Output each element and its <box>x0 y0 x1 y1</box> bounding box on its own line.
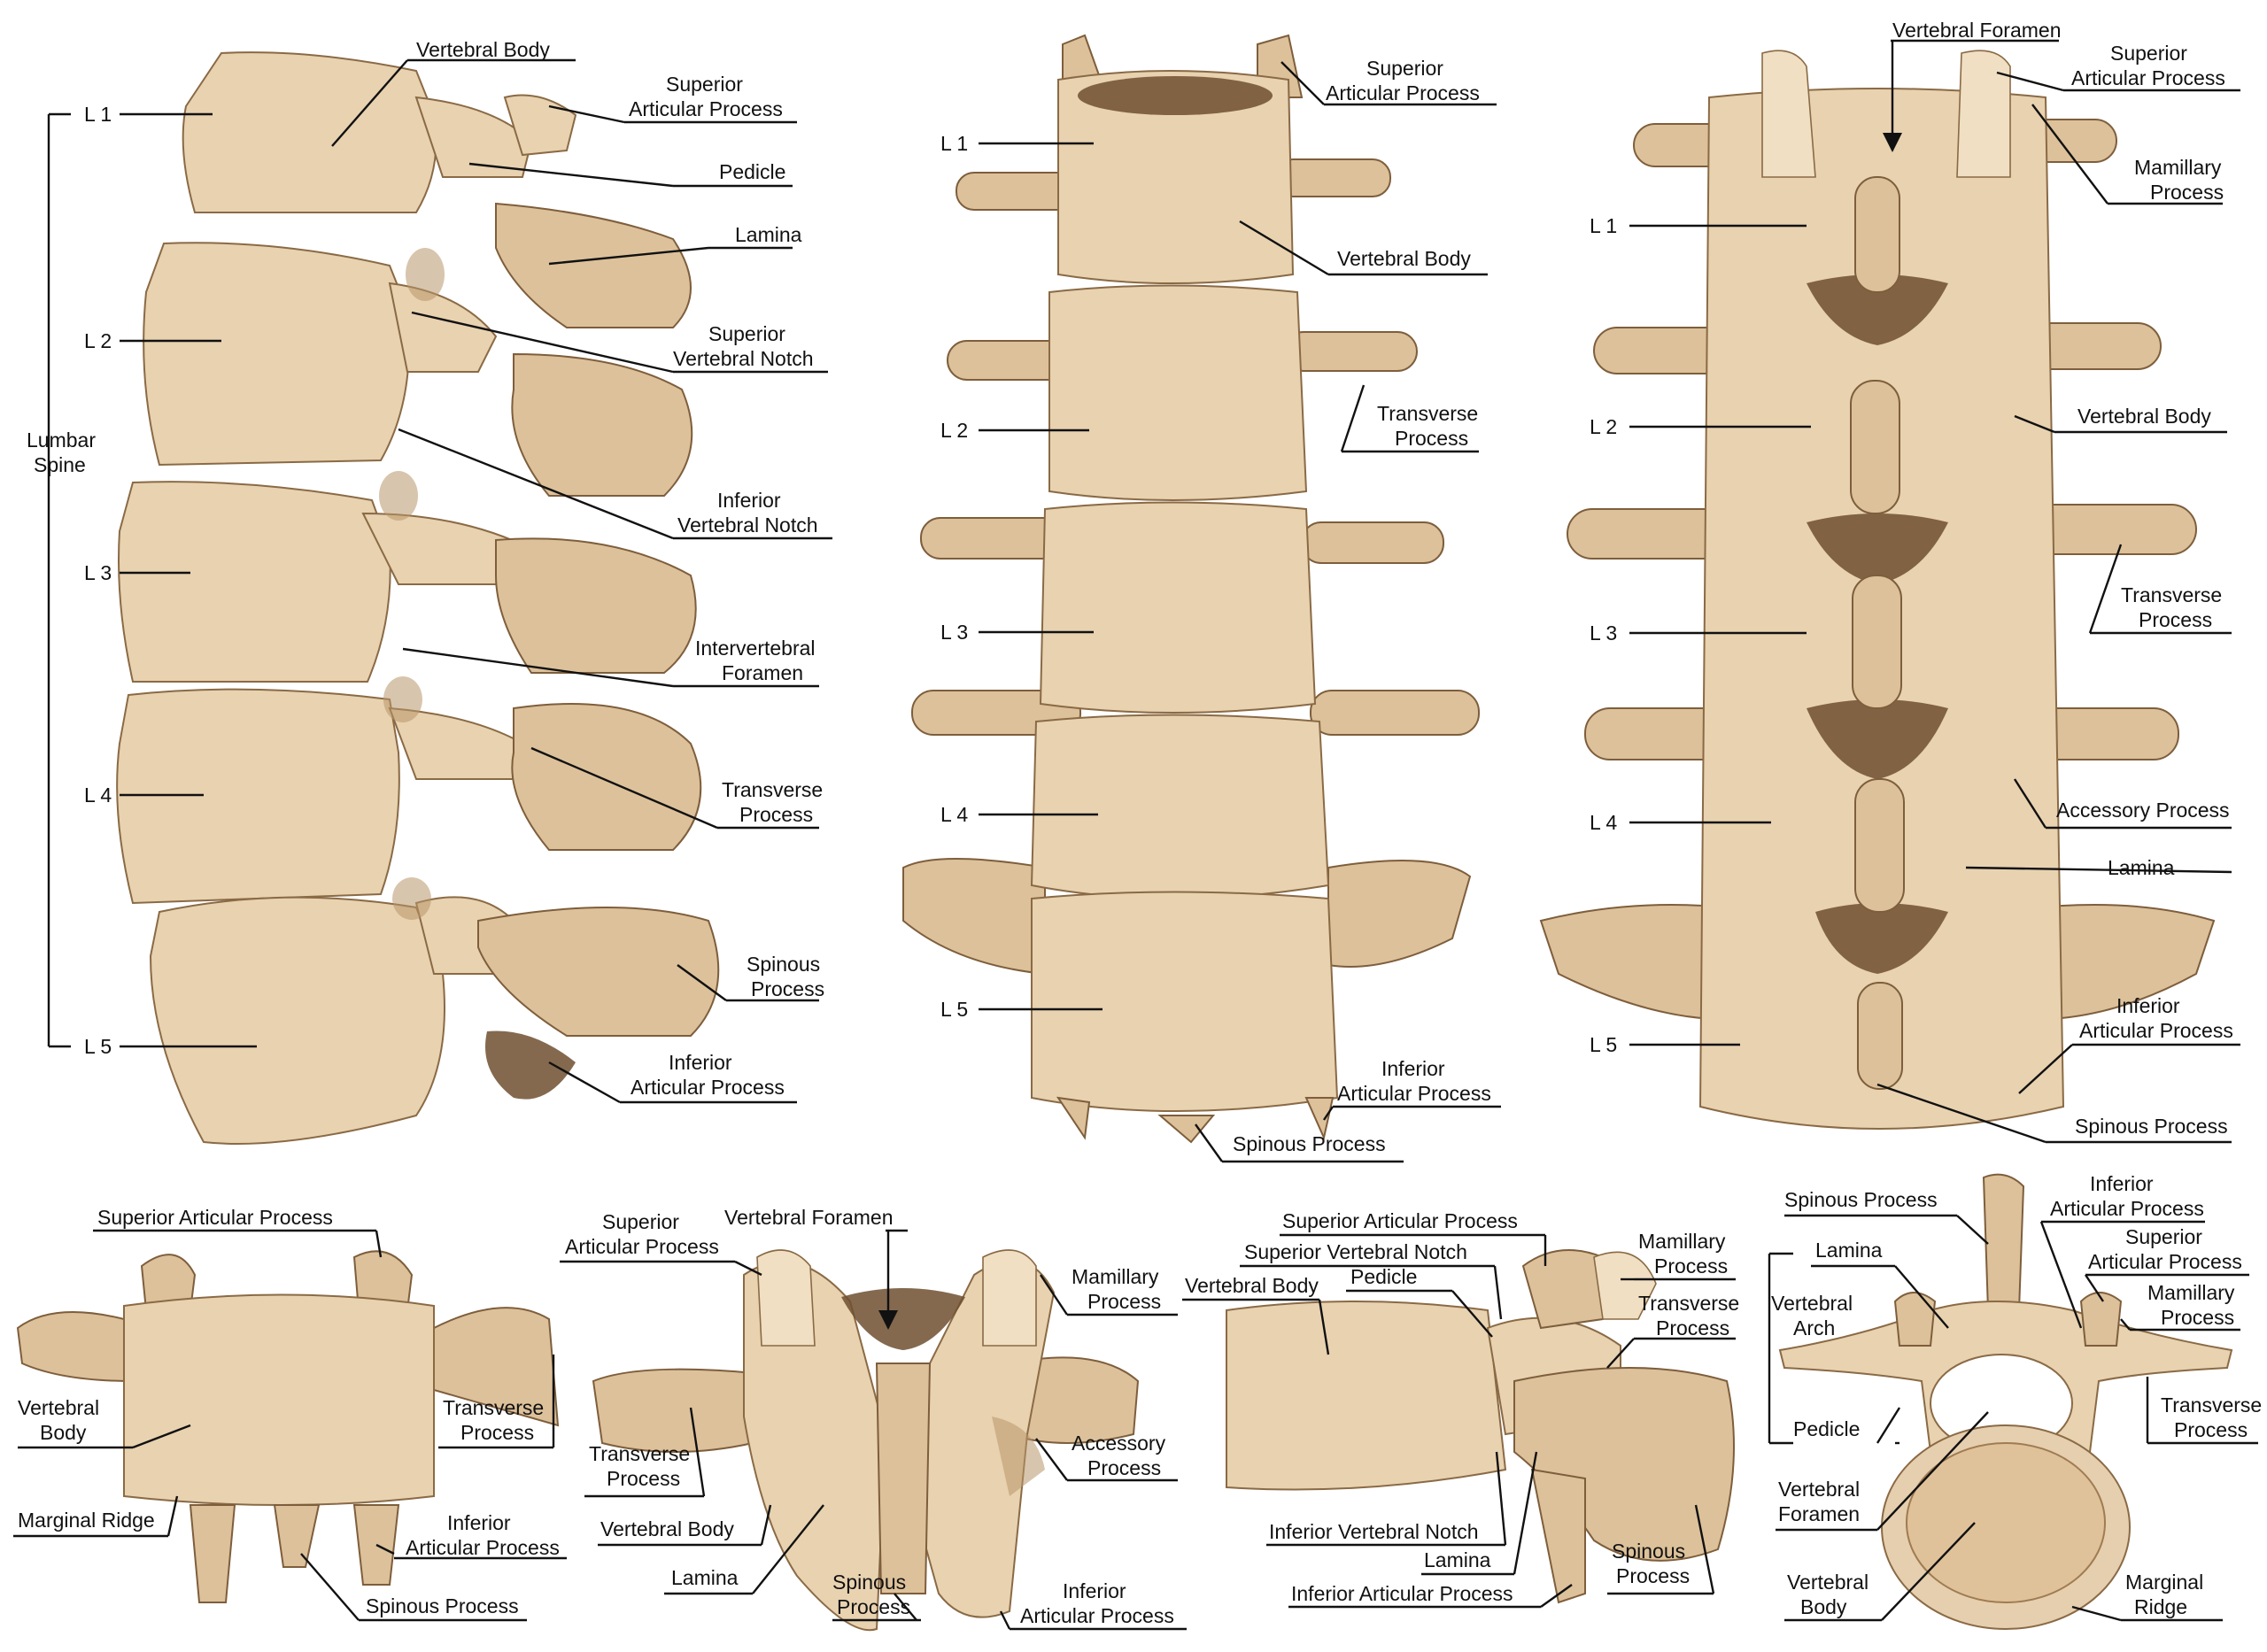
lateral-label-inf-art: Inferior Articular Process <box>631 1051 785 1099</box>
single-lateral-label-spinous: Spinous Process <box>1612 1540 1691 1587</box>
single-posterior-label-vertebral-body: Vertebral Body <box>600 1517 734 1540</box>
single-lateral-label-pedicle: Pedicle <box>1350 1265 1417 1288</box>
single-lateral-label-sup-art: Superior Articular Process <box>1282 1209 1518 1232</box>
single-vertebra-anterior-view: Superior Articular Process Vertebral Bod… <box>13 1206 567 1622</box>
anterior-level-l5: L 5 <box>940 998 968 1021</box>
lateral-level-l1: L 1 <box>84 103 112 126</box>
single-superior-label-lamina: Lamina <box>1815 1239 1883 1262</box>
posterior-level-l2: L 2 <box>1590 415 1617 438</box>
single-posterior-label-lamina: Lamina <box>671 1566 739 1589</box>
single-posterior-illustration <box>592 1249 1140 1632</box>
posterior-label-mamillary: Mamillary Process <box>2134 156 2227 204</box>
single-posterior-label-inf-art: Inferior Articular Process <box>1020 1579 1174 1627</box>
posterior-label-vertebral-body: Vertebral Body <box>2077 405 2211 428</box>
lumbar-spine-bracket <box>47 112 71 1048</box>
posterior-label-spinous: Spinous Process <box>2075 1115 2228 1138</box>
posterior-level-l3: L 3 <box>1590 621 1617 645</box>
lateral-label-sup-notch: Superior Vertebral Notch <box>673 322 814 370</box>
single-superior-label-mamillary: Mamillary Process <box>2147 1281 2240 1329</box>
single-lateral-illustration <box>1226 1249 1735 1604</box>
single-lateral-label-inf-notch: Inferior Vertebral Notch <box>1269 1520 1479 1543</box>
anterior-spine-view: L 1 L 2 L 3 L 4 L 5 Superior Articular P… <box>902 34 1501 1163</box>
lateral-level-l3: L 3 <box>84 561 112 584</box>
single-posterior-label-sup-art: Superior Articular Process <box>565 1210 719 1258</box>
single-anterior-label-transverse: Transverse Process <box>443 1396 550 1444</box>
single-anterior-illustration <box>16 1250 560 1603</box>
single-lateral-label-vertebral-body: Vertebral Body <box>1185 1274 1319 1297</box>
posterior-label-inf-art: Inferior Articular Process <box>2079 994 2233 1042</box>
posterior-level-l1: L 1 <box>1590 214 1617 237</box>
single-posterior-label-mamillary: Mamillary Process <box>1072 1265 1164 1313</box>
anterior-level-l2: L 2 <box>940 419 968 442</box>
lateral-level-l4: L 4 <box>84 784 112 807</box>
lateral-label-vertebral-body: Vertebral Body <box>416 38 550 61</box>
posterior-level-l4: L 4 <box>1590 811 1617 834</box>
single-anterior-label-marginal: Marginal Ridge <box>18 1509 155 1532</box>
single-superior-label-transverse: Transverse Process <box>2161 1393 2267 1441</box>
single-lateral-label-lamina: Lamina <box>1424 1548 1491 1571</box>
anterior-label-sup-art: Superior Articular Process <box>1326 57 1480 104</box>
single-posterior-label-vertebral-foramen: Vertebral Foramen <box>724 1206 893 1229</box>
lateral-label-transverse: Transverse Process <box>722 778 829 826</box>
single-posterior-label-spinous: Spinous Process <box>832 1571 912 1618</box>
posterior-label-transverse: Transverse Process <box>2121 583 2228 631</box>
anterior-level-l1: L 1 <box>940 132 968 155</box>
single-superior-label-arch: Vertebral Arch <box>1771 1292 1858 1339</box>
anterior-bones-illustration <box>902 34 1480 1144</box>
lateral-label-spinous: Spinous Process <box>747 953 826 1000</box>
single-superior-label-marginal: Marginal Ridge <box>2125 1571 2209 1618</box>
lumbar-spine-label: Lumbar Spine <box>27 428 101 476</box>
anterior-label-transverse: Transverse Process <box>1377 402 1484 450</box>
posterior-label-accessory: Accessory Process <box>2056 799 2230 822</box>
single-superior-label-spinous: Spinous Process <box>1784 1188 1938 1211</box>
single-posterior-label-transverse: Transverse Process <box>589 1442 696 1490</box>
lateral-label-inf-notch: Inferior Vertebral Notch <box>677 489 818 537</box>
anterior-label-spinous: Spinous Process <box>1233 1132 1386 1155</box>
single-superior-label-pedicle: Pedicle <box>1793 1417 1860 1440</box>
single-lateral-label-sup-notch: Superior Vertebral Notch <box>1244 1240 1467 1263</box>
single-anterior-label-vb: Vertebral Body <box>18 1396 104 1444</box>
posterior-bones-illustration <box>1539 50 2216 1130</box>
posterior-label-lamina: Lamina <box>2108 856 2175 879</box>
anterior-level-l3: L 3 <box>940 621 968 644</box>
lateral-label-pedicle: Pedicle <box>719 160 785 183</box>
lateral-spine-view: L 1 L 2 L 3 L 4 L 5 Lumbar Spine Vertebr… <box>27 38 832 1145</box>
single-superior-label-inf-art: Inferior Articular Process <box>2050 1172 2204 1220</box>
anterior-label-inf-art: Inferior Articular Process <box>1337 1057 1491 1105</box>
single-superior-label-sup-art: Superior Articular Process <box>2088 1225 2242 1273</box>
posterior-label-sup-art: Superior Articular Process <box>2071 42 2225 89</box>
lateral-label-sup-art: Superior Articular Process <box>629 73 783 120</box>
lateral-level-l2: L 2 <box>84 329 112 352</box>
single-anterior-label-inf-art: Inferior Articular Process <box>406 1511 560 1559</box>
single-lateral-label-inf-art: Inferior Articular Process <box>1291 1582 1513 1605</box>
single-vertebra-lateral-view: Superior Articular Process Superior Vert… <box>1182 1209 1745 1609</box>
single-lateral-label-transverse: Transverse Process <box>1638 1292 1745 1339</box>
posterior-label-vertebral-foramen: Vertebral Foramen <box>1892 19 2061 42</box>
single-vertebra-superior-view: Spinous Process Inferior Articular Proce… <box>1768 1172 2267 1630</box>
anterior-level-l4: L 4 <box>940 803 968 826</box>
single-anterior-label-spinous: Spinous Process <box>366 1594 519 1617</box>
lateral-label-iv-foramen: Intervertebral Foramen <box>695 637 821 684</box>
lateral-bones-illustration <box>116 51 720 1145</box>
anterior-label-vertebral-body: Vertebral Body <box>1337 247 1471 270</box>
single-superior-label-foramen: Vertebral Foramen <box>1778 1478 1865 1525</box>
single-lateral-label-mamillary: Mamillary Process <box>1638 1230 1731 1278</box>
posterior-level-l5: L 5 <box>1590 1033 1617 1056</box>
single-superior-label-body: Vertebral Body <box>1787 1571 1874 1618</box>
single-posterior-label-accessory: Accessory Process <box>1072 1432 1171 1479</box>
single-superior-illustration <box>1778 1173 2233 1630</box>
posterior-spine-view: Vertebral Foramen Superior Articular Pro… <box>1539 19 2240 1144</box>
single-vertebra-posterior-view: Superior Articular Process Vertebral For… <box>560 1206 1187 1632</box>
lateral-level-l5: L 5 <box>84 1035 112 1058</box>
lateral-label-lamina: Lamina <box>735 223 802 246</box>
single-anterior-label-sup-art: Superior Articular Process <box>97 1206 333 1229</box>
